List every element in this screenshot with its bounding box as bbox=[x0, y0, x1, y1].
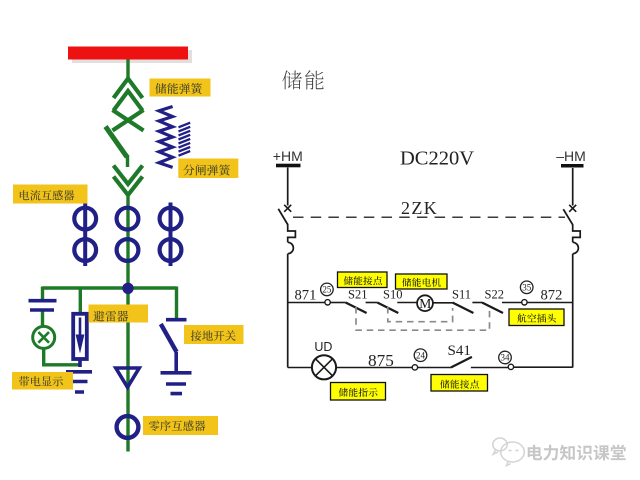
svg-text:UD: UD bbox=[314, 340, 332, 354]
svg-text:872: 872 bbox=[541, 288, 563, 304]
svg-text:S22: S22 bbox=[485, 288, 504, 302]
svg-text:25: 25 bbox=[322, 285, 332, 295]
svg-text:S21: S21 bbox=[348, 288, 367, 302]
svg-text:34: 34 bbox=[501, 353, 511, 363]
svg-text:DC220V: DC220V bbox=[400, 148, 474, 170]
svg-text:S10: S10 bbox=[383, 288, 402, 302]
svg-text:+HM: +HM bbox=[273, 148, 303, 164]
svg-text:M: M bbox=[419, 296, 431, 311]
svg-text:875: 875 bbox=[368, 351, 394, 370]
svg-text:871: 871 bbox=[295, 288, 317, 304]
svg-text:S41: S41 bbox=[448, 343, 471, 359]
svg-text:2ZK: 2ZK bbox=[401, 198, 438, 218]
svg-text:24: 24 bbox=[416, 350, 426, 360]
svg-text:S11: S11 bbox=[452, 288, 471, 302]
svg-text:–HM: –HM bbox=[556, 148, 586, 164]
svg-text:35: 35 bbox=[522, 283, 532, 293]
